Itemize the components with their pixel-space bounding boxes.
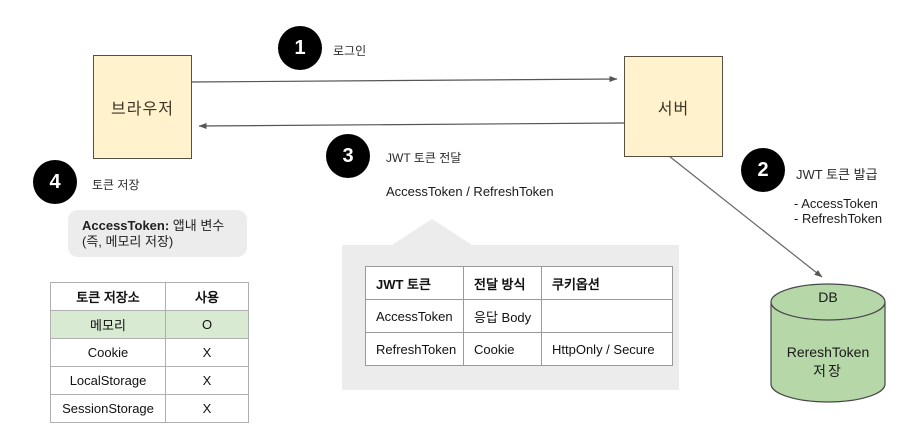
storage-use: X <box>165 394 249 423</box>
token-name: AccessToken <box>365 299 464 333</box>
table-row-cookie: Cookie X <box>50 338 249 367</box>
browser-node: 브라우저 <box>93 55 192 159</box>
note-line-1: AccessToken: 앱내 변수 <box>82 218 247 234</box>
table-header-row: JWT 토큰 전달 방식 쿠키옵션 <box>365 266 673 300</box>
token-storage-table: 토큰 저장소 사용 메모리 O Cookie X LocalStorage X … <box>50 282 249 423</box>
db-body-line-1: RereshToken <box>786 344 870 360</box>
arrow-token-delivery <box>198 122 625 129</box>
step-2-badge: 2 <box>741 148 785 192</box>
step-3-detail: AccessToken / RefreshToken <box>386 184 554 199</box>
step-4-label: 토큰 저장 <box>92 178 140 192</box>
db-body-line-2: 저장 <box>813 363 843 379</box>
token-header-method: 전달 방식 <box>463 266 542 300</box>
db-cylinder <box>770 283 886 403</box>
storage-use: X <box>165 338 249 367</box>
accesstoken-note: AccessToken: 앱내 변수 (즉, 메모리 저장) <box>68 210 247 257</box>
storage-header-use: 사용 <box>165 282 249 311</box>
storage-use: O <box>165 310 249 339</box>
step-3-badge: 3 <box>326 134 370 178</box>
jwt-token-table: JWT 토큰 전달 방식 쿠키옵션 AccessToken 응답 Body Re… <box>365 266 673 366</box>
table-row-refreshtoken: RefreshToken Cookie HttpOnly / Secure <box>365 332 673 366</box>
note-line-2: (즉, 메모리 저장) <box>82 233 174 249</box>
table-row-memory: 메모리 O <box>50 310 249 339</box>
storage-name: Cookie <box>50 338 166 367</box>
token-method: 응답 Body <box>463 299 542 333</box>
token-method: Cookie <box>463 332 542 366</box>
db-title: DB <box>818 289 838 305</box>
step-1-label: 로그인 <box>333 44 367 58</box>
server-node: 서버 <box>624 56 723 157</box>
step-2-detail-refreshtoken: - RefreshToken <box>794 211 883 226</box>
table-header-row: 토큰 저장소 사용 <box>50 282 249 311</box>
storage-name: LocalStorage <box>50 366 166 395</box>
step-4-badge: 4 <box>33 160 77 204</box>
table-row-sessionstorage: SessionStorage X <box>50 394 249 423</box>
storage-name: SessionStorage <box>50 394 166 423</box>
database-icon <box>770 283 886 403</box>
note-line-1-rest: 앱내 변수 <box>169 217 225 233</box>
storage-name: 메모리 <box>50 310 166 339</box>
token-header-token: JWT 토큰 <box>365 266 464 300</box>
note-lead: AccessToken: <box>82 217 170 233</box>
arrow-login <box>189 76 618 83</box>
table-row-accesstoken: AccessToken 응답 Body <box>365 299 673 333</box>
browser-label: 브라우저 <box>111 101 174 118</box>
step-2-label: JWT 토큰 발급 <box>796 167 878 182</box>
table-row-localstorage: LocalStorage X <box>50 366 249 395</box>
callout-pointer <box>392 219 472 245</box>
token-name: RefreshToken <box>365 332 464 366</box>
step-1-badge: 1 <box>278 26 322 70</box>
storage-use: X <box>165 366 249 395</box>
step-3-label: JWT 토큰 전달 <box>386 151 462 165</box>
server-label: 서버 <box>657 100 690 118</box>
token-header-cookie-option: 쿠키옵션 <box>541 266 673 300</box>
token-cookie-option: HttpOnly / Secure <box>541 332 673 366</box>
step-2-detail-accesstoken: - AccessToken <box>794 196 878 211</box>
token-cookie-option <box>541 299 673 333</box>
storage-header-name: 토큰 저장소 <box>50 282 166 311</box>
